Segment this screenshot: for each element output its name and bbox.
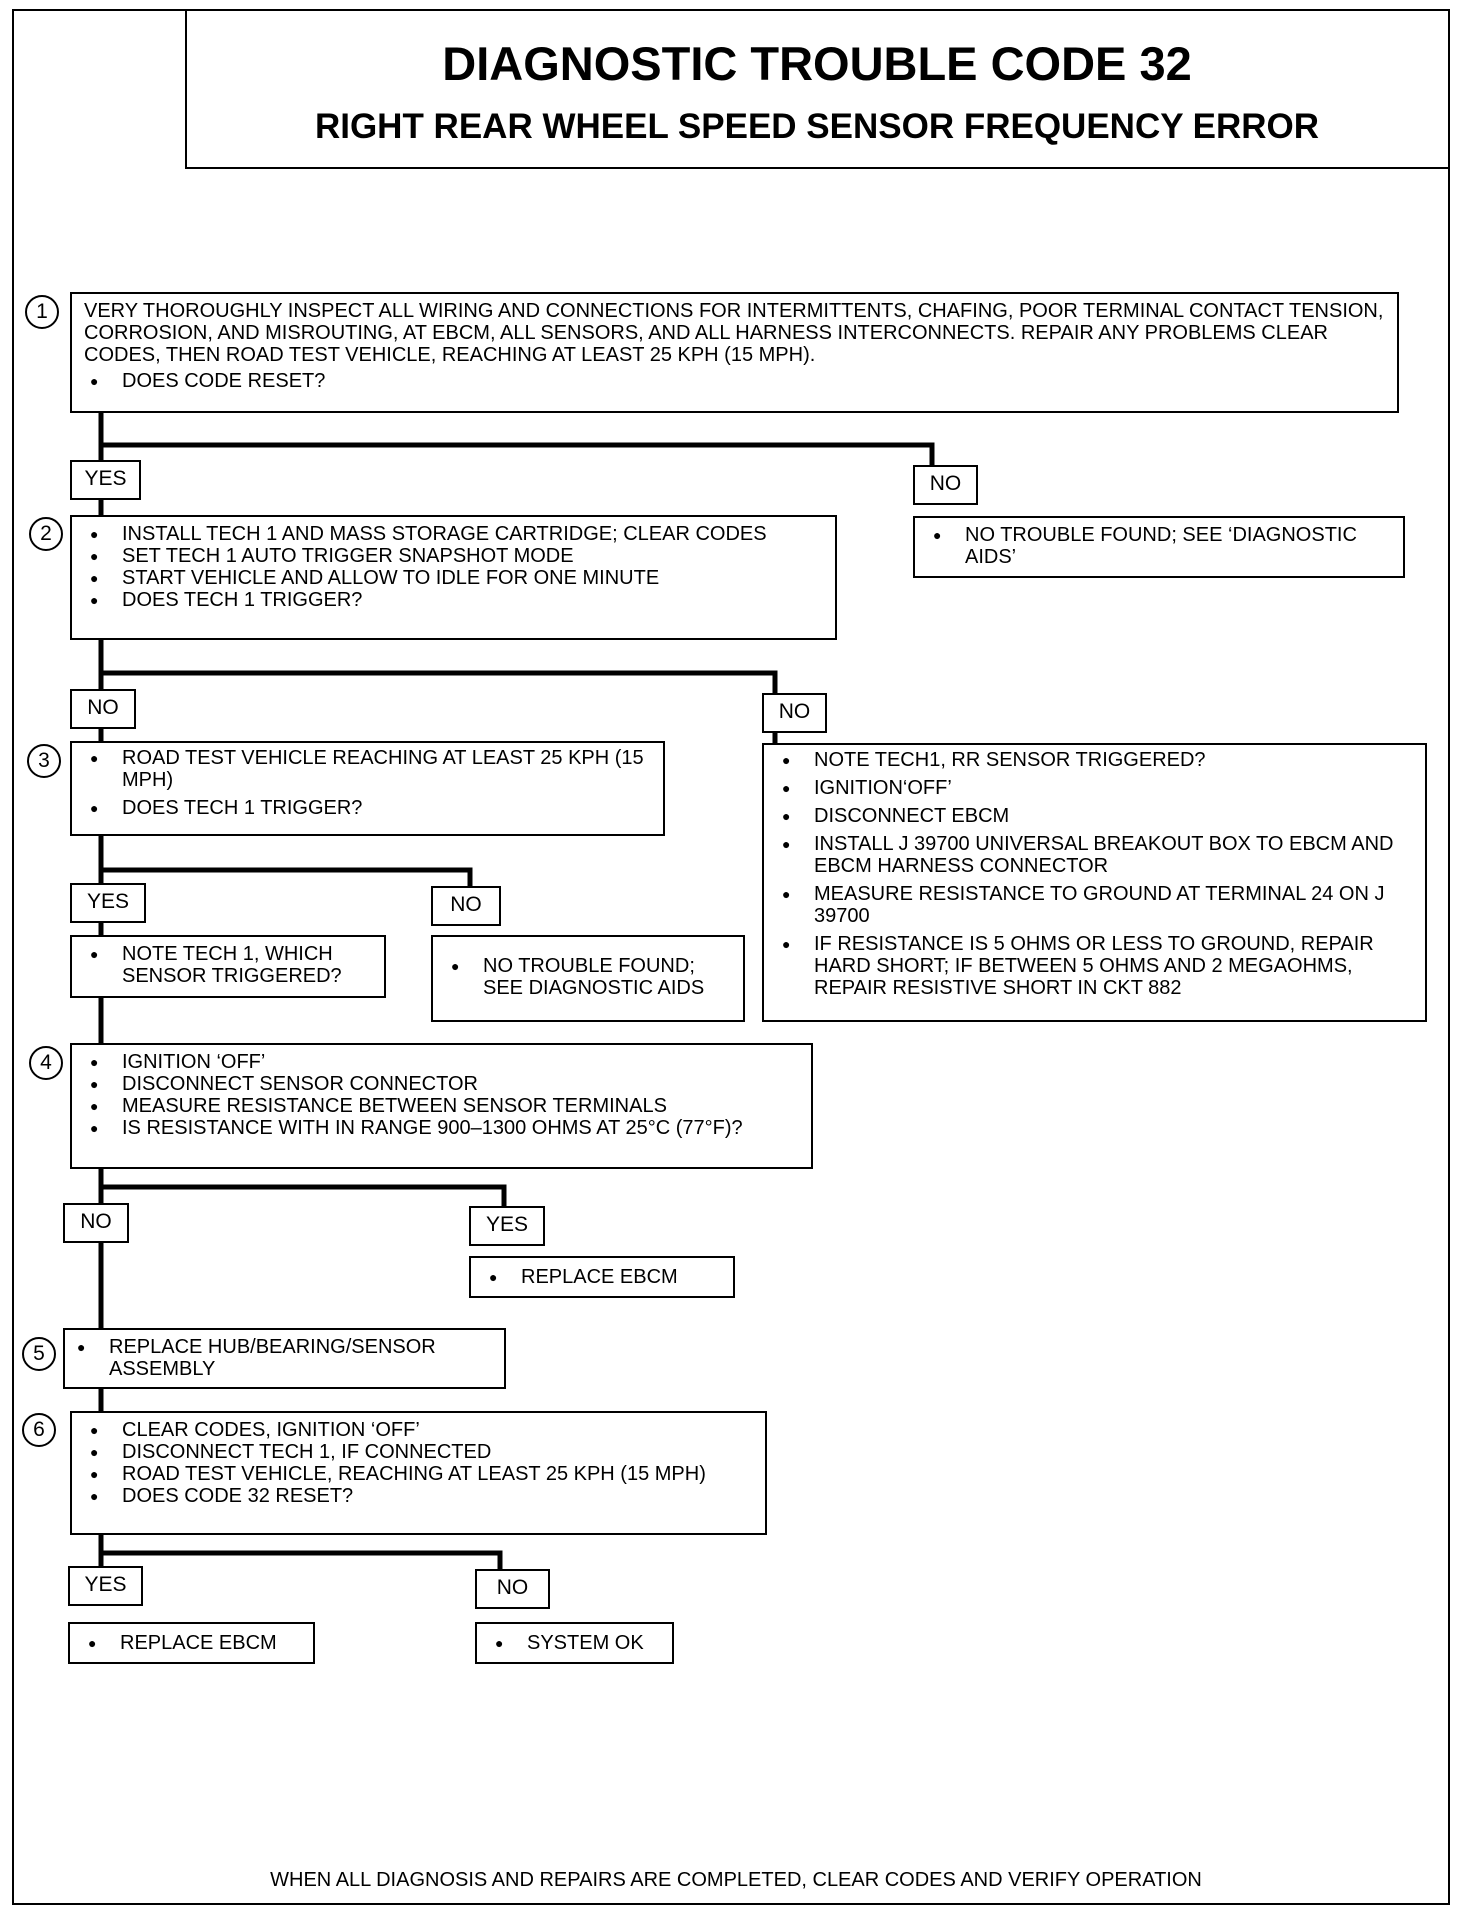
outcome-2-no-item: NOTE TECH1, RR SENSOR TRIGGERED? — [774, 749, 1415, 771]
step-2-item: INSTALL TECH 1 AND MASS STORAGE CARTRIDG… — [82, 523, 825, 545]
outcome-3-no-item: NO TROUBLE FOUND; SEE DIAGNOSTIC AIDS — [443, 955, 733, 999]
outcome-4-yes-item: REPLACE EBCM — [481, 1266, 723, 1288]
outcome-2-no-item: IGNITION‘OFF’ — [774, 777, 1415, 799]
step-4-yes-outcome: REPLACE EBCM — [469, 1256, 735, 1298]
step-1-number: 1 — [25, 295, 59, 329]
step-4-question: IS RESISTANCE WITH IN RANGE 900–1300 OHM… — [82, 1117, 801, 1139]
step-2-number: 2 — [29, 517, 63, 551]
step-5-item: REPLACE HUB/BEARING/SENSOR ASSEMBLY — [69, 1336, 494, 1380]
step-4-item: IGNITION ‘OFF’ — [82, 1051, 801, 1073]
step-2-no-outcome: NOTE TECH1, RR SENSOR TRIGGERED? IGNITIO… — [762, 743, 1427, 1022]
step-3-yes-label: YES — [70, 883, 146, 923]
step-6-item: DISCONNECT TECH 1, IF CONNECTED — [82, 1441, 755, 1463]
step-6-box: CLEAR CODES, IGNITION ‘OFF’ DISCONNECT T… — [70, 1411, 767, 1535]
outcome-2-no-item: INSTALL J 39700 UNIVERSAL BREAKOUT BOX T… — [774, 833, 1415, 877]
step-2-item: START VEHICLE AND ALLOW TO IDLE FOR ONE … — [82, 567, 825, 589]
step-4-item: DISCONNECT SENSOR CONNECTOR — [82, 1073, 801, 1095]
step-2-question: DOES TECH 1 TRIGGER? — [82, 589, 825, 611]
step-1-text: VERY THOROUGHLY INSPECT ALL WIRING AND C… — [84, 300, 1384, 366]
step-1-yes-label: YES — [70, 460, 141, 500]
page-title: DIAGNOSTIC TROUBLE CODE 32 — [442, 37, 1192, 90]
step-6-yes-label: YES — [68, 1566, 143, 1606]
step-2-item: SET TECH 1 AUTO TRIGGER SNAPSHOT MODE — [82, 545, 825, 567]
step-6-item: ROAD TEST VEHICLE, REACHING AT LEAST 25 … — [82, 1463, 755, 1485]
step-6-no-outcome: SYSTEM OK — [475, 1622, 674, 1664]
step-3-no-label: NO — [431, 886, 501, 926]
step-3-number: 3 — [27, 744, 61, 778]
step-6-number: 6 — [22, 1413, 56, 1447]
step-4-box: IGNITION ‘OFF’ DISCONNECT SENSOR CONNECT… — [70, 1043, 813, 1169]
step-5-number: 5 — [22, 1337, 56, 1371]
outcome-2-no-item: MEASURE RESISTANCE TO GROUND AT TERMINAL… — [774, 883, 1415, 927]
step-1-question: DOES CODE RESET? — [82, 370, 1387, 392]
step-2-no-label-right: NO — [762, 693, 827, 733]
step-1-no-outcome: NO TROUBLE FOUND; SEE ‘DIAGNOSTIC AIDS’ — [913, 516, 1405, 578]
step-3-question: DOES TECH 1 TRIGGER? — [82, 797, 653, 819]
step-6-question: DOES CODE 32 RESET? — [82, 1485, 755, 1507]
step-1-box: VERY THOROUGHLY INSPECT ALL WIRING AND C… — [70, 292, 1399, 413]
page-subtitle: RIGHT REAR WHEEL SPEED SENSOR FREQUENCY … — [314, 107, 1320, 146]
outcome-3-yes-item: NOTE TECH 1, WHICH SENSOR TRIGGERED? — [82, 943, 374, 987]
step-4-yes-label: YES — [469, 1206, 545, 1246]
step-3-item: ROAD TEST VEHICLE REACHING AT LEAST 25 K… — [82, 747, 653, 791]
step-2-box: INSTALL TECH 1 AND MASS STORAGE CARTRIDG… — [70, 515, 837, 640]
step-4-number: 4 — [29, 1046, 63, 1080]
footer-note: WHEN ALL DIAGNOSIS AND REPAIRS ARE COMPL… — [270, 1869, 1202, 1891]
outcome-6-yes-item: REPLACE EBCM — [80, 1632, 303, 1654]
step-2-no-label-left: NO — [70, 689, 136, 729]
outcome-2-no-item: DISCONNECT EBCM — [774, 805, 1415, 827]
step-6-yes-outcome: REPLACE EBCM — [68, 1622, 315, 1664]
step-3-yes-outcome: NOTE TECH 1, WHICH SENSOR TRIGGERED? — [70, 935, 386, 998]
outcome-2-no-item: IF RESISTANCE IS 5 OHMS OR LESS TO GROUN… — [774, 933, 1415, 999]
step-3-no-outcome: NO TROUBLE FOUND; SEE DIAGNOSTIC AIDS — [431, 935, 745, 1022]
step-6-no-label: NO — [475, 1569, 550, 1609]
step-4-no-label: NO — [63, 1203, 129, 1243]
step-4-item: MEASURE RESISTANCE BETWEEN SENSOR TERMIN… — [82, 1095, 801, 1117]
step-6-item: CLEAR CODES, IGNITION ‘OFF’ — [82, 1419, 755, 1441]
step-3-box: ROAD TEST VEHICLE REACHING AT LEAST 25 K… — [70, 741, 665, 836]
outcome-6-no-item: SYSTEM OK — [487, 1632, 662, 1654]
step-5-box: REPLACE HUB/BEARING/SENSOR ASSEMBLY — [63, 1328, 506, 1389]
outcome-1-no-item: NO TROUBLE FOUND; SEE ‘DIAGNOSTIC AIDS’ — [925, 524, 1393, 568]
step-1-no-label: NO — [913, 465, 978, 505]
